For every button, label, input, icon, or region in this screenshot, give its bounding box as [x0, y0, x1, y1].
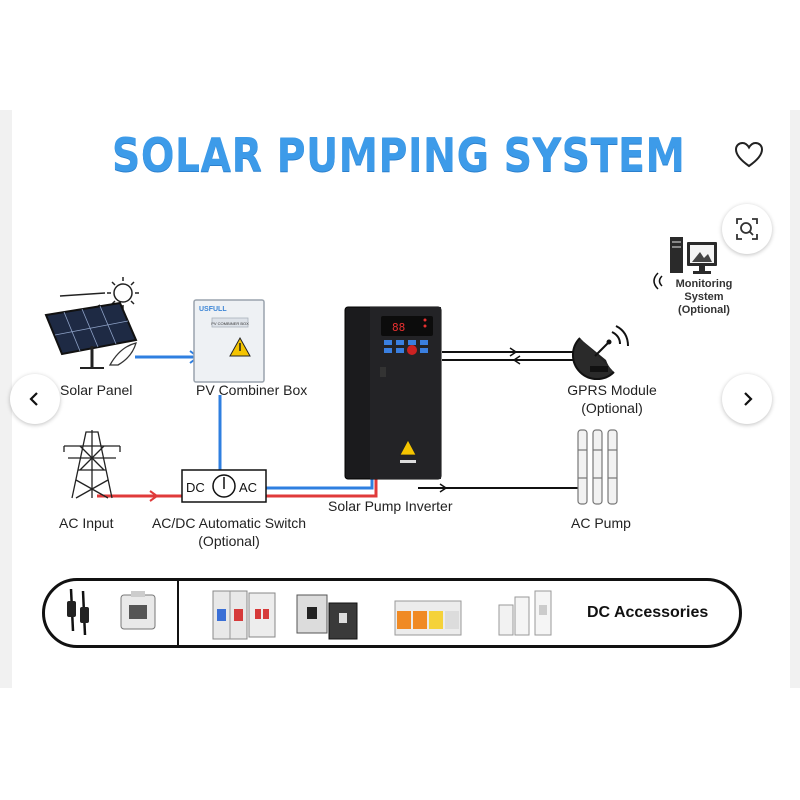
viewer-edge-left	[0, 110, 12, 688]
label-solar-panel: Solar Panel	[60, 382, 133, 398]
label-pv-combiner-box: PV Combiner Box	[196, 382, 308, 398]
zoom-button[interactable]	[722, 204, 772, 254]
previous-image-button[interactable]	[10, 374, 60, 424]
mccb-breaker-icon	[296, 594, 358, 640]
ac-dc-switch-icon	[181, 469, 267, 503]
viewer-edge-right	[790, 110, 800, 688]
signal-lines	[418, 347, 590, 493]
switch-dc-text: DC	[186, 480, 205, 495]
chevron-left-icon	[29, 392, 38, 406]
label-switch-line2: (Optional)	[198, 533, 260, 549]
next-image-button[interactable]	[722, 374, 772, 424]
label-monitoring-line2: System	[684, 291, 724, 303]
mc4-connector-icon	[67, 588, 89, 636]
surge-protector-icon	[394, 600, 462, 636]
ac-input-tower-icon	[63, 430, 121, 499]
heart-icon	[734, 141, 764, 168]
favorite-button[interactable]	[728, 134, 770, 176]
solar-pump-inverter-icon: 88	[344, 306, 442, 480]
chevron-right-icon	[744, 392, 753, 406]
label-gprs-module-line2: (Optional)	[581, 400, 643, 416]
label-gprs-module-line1: GPRS Module	[567, 382, 657, 398]
label-solar-pump-inverter: Solar Pump Inverter	[328, 498, 453, 514]
dc-accessories-label: DC Accessories	[587, 604, 709, 621]
label-ac-pump: AC Pump	[571, 515, 631, 531]
dc-breaker-icon	[212, 590, 248, 640]
pv-combiner-box-icon	[193, 299, 265, 383]
diagram-title: SOLAR PUMPING SYSTEM	[111, 128, 686, 182]
label-ac-input: AC Input	[59, 515, 114, 531]
switch-ac-text: AC	[239, 480, 257, 495]
dc-isolator-icon	[120, 591, 156, 630]
combiner-brand: USFULL	[199, 306, 227, 313]
fuse-holder-icon	[498, 590, 552, 636]
accessories-icons	[67, 588, 552, 640]
solar-panel-icon	[44, 301, 138, 369]
label-monitoring-line1: Monitoring	[675, 278, 733, 290]
svg-text:88: 88	[392, 321, 405, 334]
label-monitoring-line3: (Optional)	[678, 304, 730, 316]
zoom-search-icon	[736, 218, 758, 240]
label-switch-line1: AC/DC Automatic Switch	[151, 515, 307, 531]
accessories-divider	[177, 581, 179, 645]
monitoring-system-icon	[653, 237, 717, 290]
dc-accessories-bar: DC Accessories	[42, 578, 742, 648]
ac-pump-icon	[577, 429, 618, 505]
dc-breaker-small-icon	[248, 592, 276, 638]
label-ac-dc-switch: AC/DC Automatic Switch (Optional)	[136, 515, 322, 549]
combiner-plate-text: PV COMBINER BOX	[211, 321, 249, 326]
label-gprs-module: GPRS Module (Optional)	[562, 382, 662, 416]
label-monitoring-system: Monitoring System (Optional)	[668, 278, 740, 317]
gprs-module-icon	[571, 325, 629, 381]
